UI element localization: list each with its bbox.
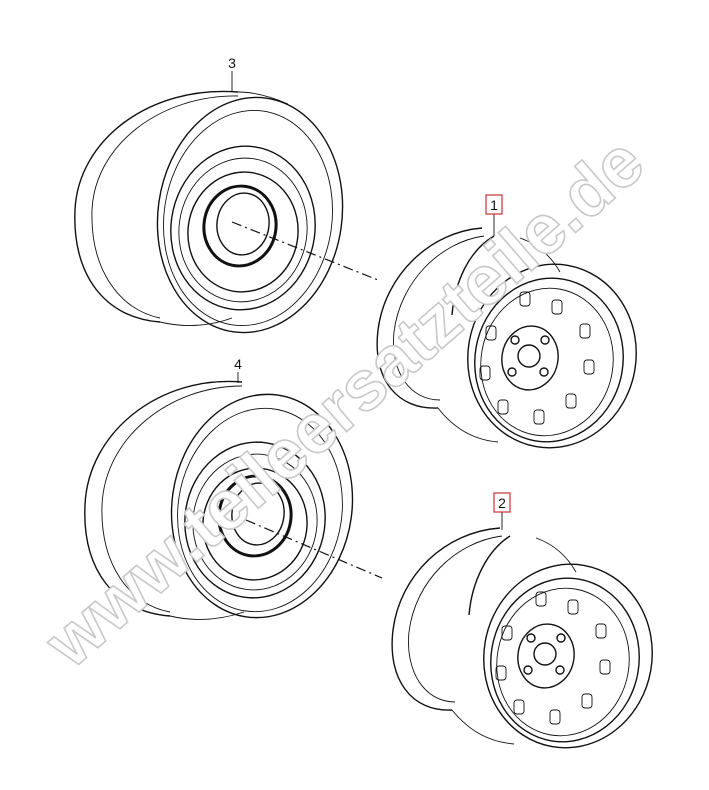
assembly-line-top (231, 221, 379, 281)
tire-4 (84, 380, 354, 620)
wheel-rim-2 (391, 527, 653, 749)
watermark: www.teileersatzteile.de (30, 122, 658, 683)
tire-3 (74, 90, 344, 334)
callout-2-box (493, 492, 511, 513)
callout-4: 4 (234, 356, 242, 372)
callout-2: 2 (498, 495, 506, 511)
callout-1-box (485, 194, 503, 215)
callout-3: 3 (228, 55, 236, 71)
callout-1: 1 (490, 197, 498, 213)
wheel-rim-1 (376, 227, 637, 449)
assembly-line-bottom (245, 519, 383, 579)
